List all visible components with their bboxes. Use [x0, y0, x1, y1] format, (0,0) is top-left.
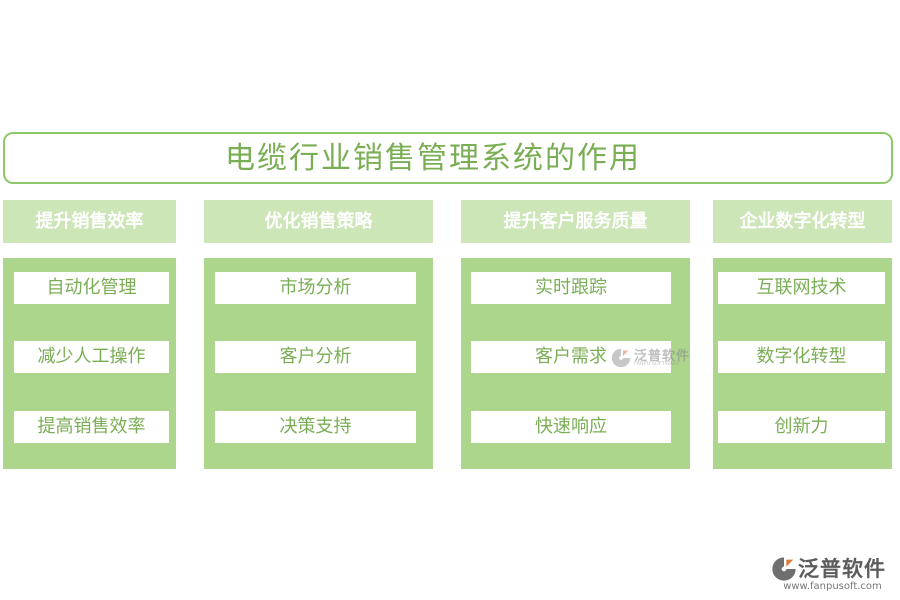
item-digital-transformation: 数字化转型: [718, 341, 885, 373]
item-customer-analysis: 客户分析: [215, 341, 416, 373]
column-header-service: 提升客户服务质量: [461, 200, 690, 243]
watermark: 泛普软件 FANPU SOFTWARE: [610, 345, 690, 371]
brand-url: www.fanpusoft.com: [783, 581, 882, 592]
fanpu-logo-icon: [772, 557, 796, 581]
brand-logo: 泛普软件 www.fanpusoft.com: [770, 553, 895, 598]
column-header-digital: 企业数字化转型: [713, 200, 892, 243]
watermark-text: 泛普软件: [634, 349, 691, 364]
title-box: [3, 132, 893, 184]
item-quick-response: 快速响应: [471, 411, 671, 443]
item-market-analysis: 市场分析: [215, 272, 416, 304]
item-automation: 自动化管理: [14, 272, 169, 304]
column-body-service: 实时跟踪 客户需求 快速响应: [461, 258, 690, 469]
item-customer-needs: 客户需求: [471, 341, 671, 373]
item-internet-tech: 互联网技术: [718, 272, 885, 304]
item-innovation: 创新力: [718, 411, 885, 443]
column-body-strategy: 市场分析 客户分析 决策支持: [204, 258, 433, 469]
watermark-subtext: FANPU SOFTWARE: [634, 361, 680, 367]
column-body-efficiency: 自动化管理 减少人工操作 提高销售效率: [3, 258, 176, 469]
column-header-efficiency: 提升销售效率: [3, 200, 176, 243]
diagram-title: 电缆行业销售管理系统的作用: [225, 141, 641, 176]
fanpu-logo-icon: [611, 348, 631, 368]
item-decision-support: 决策支持: [215, 411, 416, 443]
column-body-digital: 互联网技术 数字化转型 创新力: [713, 258, 892, 469]
item-realtime-tracking: 实时跟踪: [471, 272, 671, 304]
brand-name: 泛普软件: [798, 557, 886, 581]
item-reduce-manual: 减少人工操作: [14, 341, 169, 373]
column-header-strategy: 优化销售策略: [204, 200, 433, 243]
item-improve-efficiency: 提高销售效率: [14, 411, 169, 443]
